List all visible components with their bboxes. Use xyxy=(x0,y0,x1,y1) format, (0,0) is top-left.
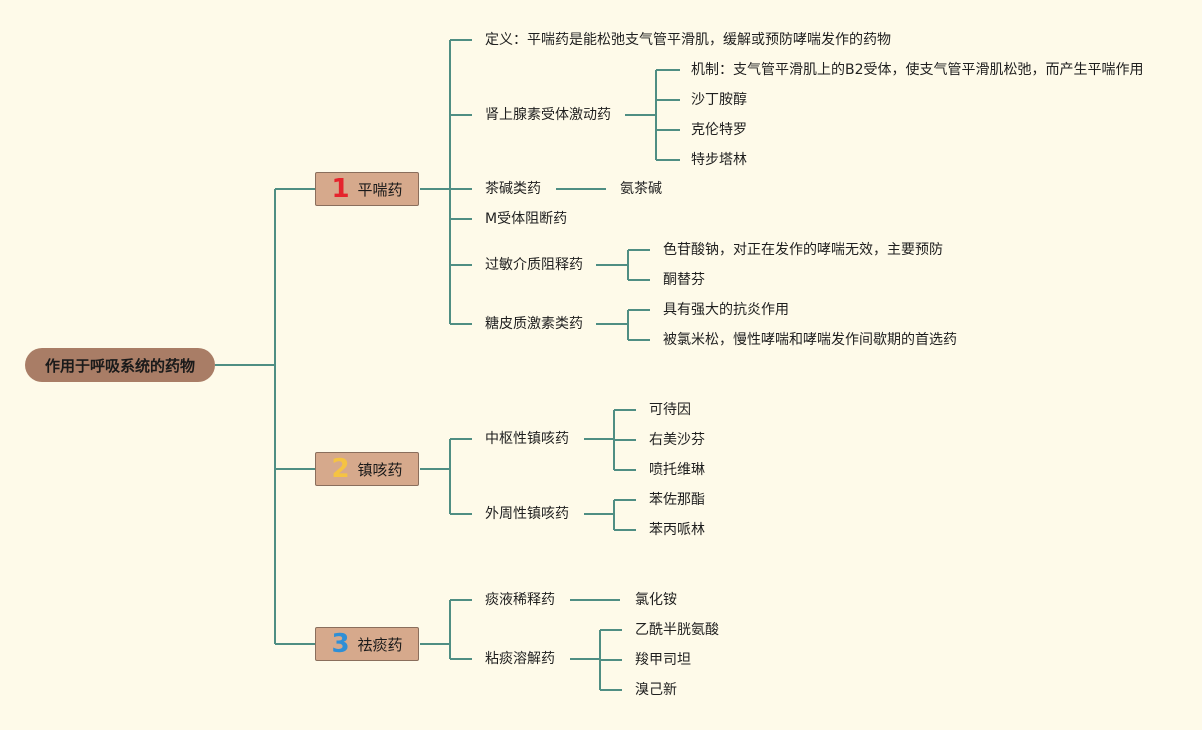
node-definition[interactable]: 定义：平喘药是能松弛支气管平滑肌，缓解或预防哮喘发作的药物 xyxy=(485,32,891,48)
node-glucocorticoid[interactable]: 糖皮质激素类药 xyxy=(485,316,583,332)
node-antiallergic[interactable]: 过敏介质阻释药 xyxy=(485,257,583,273)
category-node-zhenke[interactable]: 2 镇咳药 xyxy=(315,452,419,486)
category-node-qutan[interactable]: 3 祛痰药 xyxy=(315,627,419,661)
leaf-node[interactable]: 酮替芬 xyxy=(663,272,705,288)
node-diluent[interactable]: 痰液稀释药 xyxy=(485,592,555,608)
leaf-node[interactable]: 溴己新 xyxy=(635,682,677,698)
leaf-node[interactable]: 氯化铵 xyxy=(635,592,677,608)
root-label: 作用于呼吸系统的药物 xyxy=(44,356,195,375)
leaf-node[interactable]: 机制：支气管平滑肌上的B2受体，使支气管平滑肌松弛，而产生平喘作用 xyxy=(691,62,1144,78)
category-label: 祛痰药 xyxy=(357,635,403,654)
node-theophylline[interactable]: 茶碱类药 xyxy=(485,181,541,197)
category-label: 平喘药 xyxy=(357,180,403,199)
leaf-node[interactable]: 沙丁胺醇 xyxy=(691,92,747,108)
category-node-pingchuan[interactable]: 1 平喘药 xyxy=(315,172,419,206)
category-number: 3 xyxy=(331,629,350,659)
node-adrenergic[interactable]: 肾上腺素受体激动药 xyxy=(485,107,611,123)
leaf-node[interactable]: 苯丙哌林 xyxy=(649,522,705,538)
category-number: 1 xyxy=(331,174,350,204)
leaf-node[interactable]: 苯佐那酯 xyxy=(649,492,705,508)
leaf-node[interactable]: 被氯米松，慢性哮喘和哮喘发作间歇期的首选药 xyxy=(663,332,957,348)
root-node[interactable]: 作用于呼吸系统的药物 xyxy=(25,348,215,382)
node-m-blocker[interactable]: M受体阻断药 xyxy=(485,211,568,227)
node-central-antitussive[interactable]: 中枢性镇咳药 xyxy=(485,431,569,447)
category-number: 2 xyxy=(331,454,350,484)
leaf-node[interactable]: 可待因 xyxy=(649,402,691,418)
leaf-node[interactable]: 右美沙芬 xyxy=(649,432,705,448)
node-peripheral-antitussive[interactable]: 外周性镇咳药 xyxy=(485,506,569,522)
node-mucolytic[interactable]: 粘痰溶解药 xyxy=(485,651,555,667)
leaf-node[interactable]: 氨茶碱 xyxy=(620,181,662,197)
leaf-node[interactable]: 克伦特罗 xyxy=(691,122,747,138)
leaf-node[interactable]: 喷托维琳 xyxy=(649,462,705,478)
leaf-node[interactable]: 乙酰半胱氨酸 xyxy=(635,622,719,638)
leaf-node[interactable]: 羧甲司坦 xyxy=(635,652,691,668)
category-label: 镇咳药 xyxy=(357,460,403,479)
leaf-node[interactable]: 色苷酸钠，对正在发作的哮喘无效，主要预防 xyxy=(663,242,943,258)
leaf-node[interactable]: 特步塔林 xyxy=(691,152,747,168)
leaf-node[interactable]: 具有强大的抗炎作用 xyxy=(663,302,789,318)
